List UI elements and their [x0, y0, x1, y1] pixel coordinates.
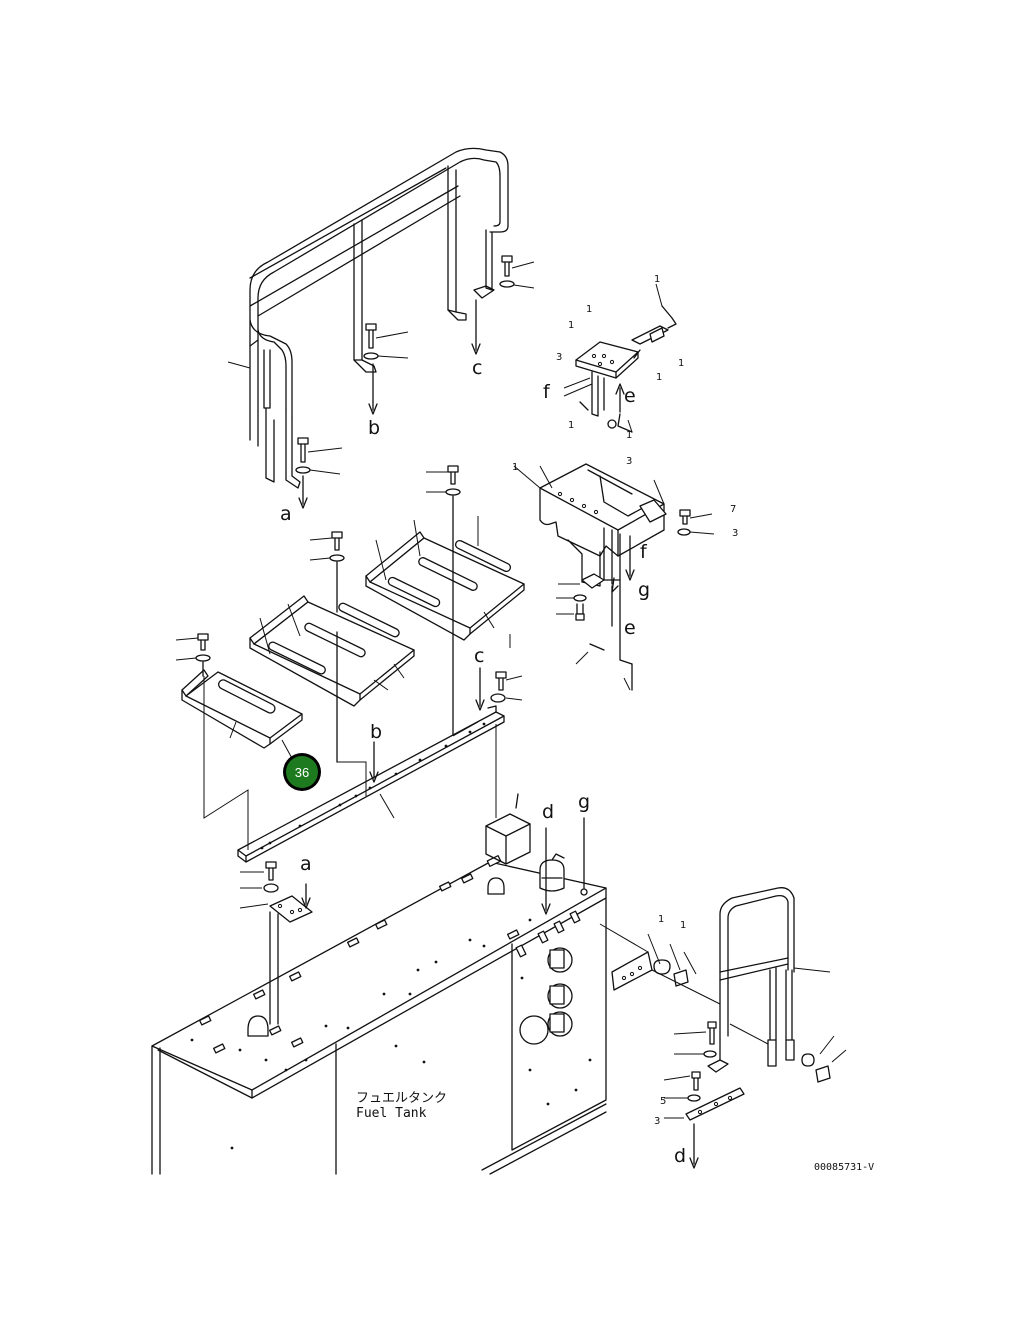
letter-a-bottom: a [300, 853, 312, 875]
item-badge[interactable]: 36 [283, 753, 321, 791]
svg-text:3: 3 [654, 1116, 660, 1127]
svg-text:1: 1 [586, 304, 592, 315]
svg-text:3: 3 [556, 352, 562, 363]
svg-text:1: 1 [568, 320, 574, 331]
letter-e-top: e [624, 385, 636, 407]
reference-letters: a b c e f f g e c b d g a d [280, 357, 686, 1167]
letter-g-top: g [578, 791, 590, 813]
step-box-bolts [556, 509, 715, 691]
svg-text:5: 5 [660, 1096, 666, 1107]
svg-text:1: 1 [626, 430, 632, 441]
letter-e-mid: e [624, 617, 636, 639]
svg-text:3: 3 [732, 528, 738, 539]
letter-b-mid: b [370, 721, 382, 743]
letter-c-mid: c [474, 645, 484, 667]
svg-text:1: 1 [654, 274, 660, 285]
letter-f-mid: f [640, 541, 648, 563]
right-handrail [663, 887, 847, 1169]
tank-cover [485, 793, 588, 915]
tank-label-jp: フュエルタンク [356, 1091, 447, 1106]
top-right-bracket [563, 283, 677, 433]
top-handrail [227, 147, 509, 489]
tank-label-en: Fuel Tank [356, 1106, 427, 1121]
badge-number: 36 [295, 765, 309, 780]
svg-text:1: 1 [658, 914, 664, 925]
letter-a-top: a [280, 503, 292, 525]
lower-left-bracket [239, 861, 313, 1025]
rail-bolts [295, 255, 535, 509]
letter-d-bottom: d [674, 1145, 686, 1167]
svg-text:1: 1 [656, 372, 662, 383]
callout-numbers: 1 1 1 1 1 1 1 1 3 3 3 3 5 7 1 1 [512, 274, 738, 1127]
fuel-tank: フュエルタンク Fuel Tank [151, 855, 607, 1175]
step-plates [181, 516, 525, 763]
long-beam [203, 667, 505, 863]
step-box [513, 463, 667, 691]
svg-text:3: 3 [626, 456, 632, 467]
side-plate [599, 923, 721, 1005]
letter-d-mid: d [542, 801, 554, 823]
letter-f-top: f [543, 381, 551, 403]
svg-text:1: 1 [680, 920, 686, 931]
svg-text:1: 1 [678, 358, 684, 369]
letter-c-top: c [472, 357, 482, 379]
drawing-code: 00085731-V [814, 1162, 874, 1173]
svg-text:7: 7 [730, 504, 736, 515]
letter-g-mid: g [638, 579, 650, 601]
plate-bolts [175, 465, 523, 763]
svg-text:1: 1 [568, 420, 574, 431]
letter-b-top: b [368, 417, 380, 439]
svg-text:1: 1 [512, 462, 518, 473]
